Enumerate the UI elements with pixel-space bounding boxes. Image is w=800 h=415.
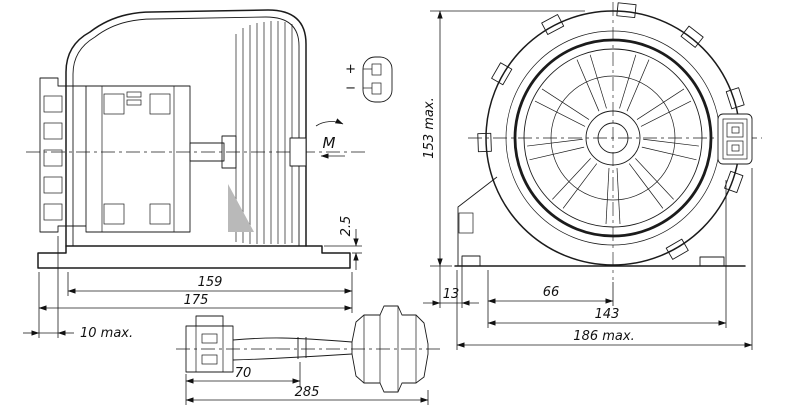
- pin: [731, 144, 740, 152]
- grommet-connector: [351, 305, 429, 393]
- cable: [232, 337, 353, 361]
- dim-10-max-label: 10 max.: [80, 326, 133, 341]
- polarity-minus-label: −: [345, 81, 356, 96]
- rotation-mark: M: [315, 118, 345, 159]
- marking-plate: [126, 91, 142, 98]
- foot-right: [699, 256, 725, 266]
- dim-153-max-label: 153 max.: [422, 97, 437, 158]
- motor-body: [85, 85, 237, 233]
- side-view-dimensions: 159 175 10 max. 2.5: [23, 216, 362, 341]
- dim-70-label: 70: [235, 366, 252, 381]
- housing-inner-wall: [72, 16, 300, 246]
- impeller-spokes: [527, 54, 699, 225]
- front-view-dimensions: 153 max. 13 66 143 186 max.: [422, 10, 753, 350]
- terminal: [43, 203, 63, 221]
- pin-slot: [371, 63, 382, 76]
- base-plate: [37, 245, 351, 269]
- terminal: [43, 149, 63, 167]
- shaft-bearing: [221, 135, 237, 169]
- foot-left: [461, 255, 481, 266]
- outlet-duct: [457, 176, 498, 266]
- outlet-detail: [458, 212, 474, 234]
- dim-66-label: 66: [543, 285, 560, 300]
- motor-shaft: [189, 142, 225, 162]
- fan-hub: [289, 137, 307, 167]
- shaded-area: [228, 184, 254, 232]
- dim-13-label: 13: [443, 287, 460, 302]
- polarity-connector-symbol: + −: [345, 56, 393, 103]
- plug-pin: [201, 333, 218, 344]
- mounting-tabs: [477, 2, 745, 260]
- pin-slot: [726, 140, 744, 156]
- pin: [731, 126, 740, 134]
- cable-assembly-view: 70 285: [176, 305, 440, 405]
- hub-outer: [585, 110, 641, 166]
- dim-159-label: 159: [198, 275, 223, 290]
- front-view: [454, 2, 762, 280]
- dim-143-label: 143: [595, 307, 620, 322]
- fan-wheel-hatch: [235, 21, 293, 244]
- pin-slot: [371, 82, 382, 95]
- terminal: [43, 122, 63, 140]
- hub-inner: [597, 122, 629, 154]
- terminal-bracket: [39, 77, 86, 233]
- brush-holder: [149, 203, 171, 225]
- pin-slot: [726, 122, 744, 138]
- housing-outline: [65, 9, 307, 247]
- terminal: [43, 176, 63, 194]
- impeller-rim: [513, 38, 713, 238]
- motor-connector: [717, 113, 753, 165]
- rotation-label: M: [323, 134, 336, 152]
- plug-pin: [201, 354, 218, 365]
- brush-holder: [103, 203, 125, 225]
- rotation-arrow-icon: [315, 118, 344, 127]
- terminal: [43, 95, 63, 113]
- dim-285-label: 285: [295, 385, 320, 400]
- polarity-plus-label: +: [345, 62, 356, 77]
- plug: [185, 315, 234, 373]
- dim-175-label: 175: [184, 293, 209, 308]
- brush-holder: [103, 93, 125, 115]
- side-view: [26, 9, 366, 269]
- dim-186-max-label: 186 max.: [573, 329, 634, 344]
- dim-2-5-label: 2.5: [339, 216, 354, 237]
- brush-holder: [149, 93, 171, 115]
- cable-dimensions: 70 285: [185, 362, 429, 405]
- marking-plate: [126, 99, 142, 106]
